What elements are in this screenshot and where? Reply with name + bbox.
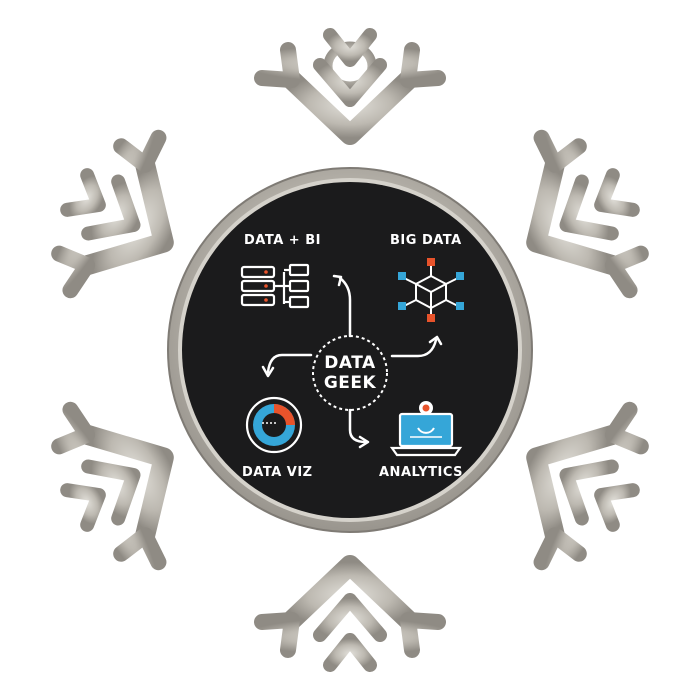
database-server-icon xyxy=(240,263,310,309)
label-data-bi: DATA + BI xyxy=(244,233,321,248)
center-title: DATA GEEK xyxy=(311,334,389,412)
laptop-analytics-icon xyxy=(389,401,463,457)
pie-chart-icon xyxy=(245,396,303,454)
center-line2: GEEK xyxy=(323,373,377,393)
label-data-viz: DATA VIZ xyxy=(242,465,313,480)
center-line1: DATA xyxy=(324,353,376,373)
label-big-data: BIG DATA xyxy=(390,233,462,248)
label-analytics: ANALYTICS xyxy=(379,465,464,480)
big-data-network-icon xyxy=(398,258,464,322)
